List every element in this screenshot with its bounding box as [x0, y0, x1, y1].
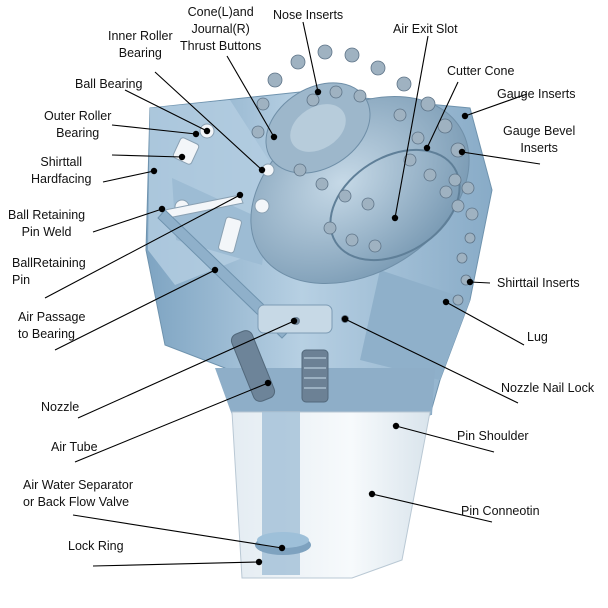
label-line: Inserts [520, 141, 558, 155]
label-line: Bearing [56, 126, 100, 140]
label-line: BallRetaining [12, 256, 86, 270]
label-line: Thrust Buttons [180, 39, 262, 53]
label-gauge-bevel-inserts: Gauge Bevel Inserts [503, 123, 575, 157]
label-line: Pin [12, 273, 31, 287]
label-air-passage-to-bearing: Air Passage to Bearing [18, 309, 85, 343]
label-cutter-cone: Cutter Cone [447, 64, 515, 78]
label-air-tube: Air Tube [51, 440, 98, 454]
label-outer-roller-bearing: Outer Roller Bearing [44, 108, 111, 142]
label-line: Inner Roller [108, 29, 173, 43]
insert-rows [251, 44, 479, 306]
label-line: Ball Retaining [8, 208, 86, 222]
label-line: Journal(R) [191, 22, 250, 36]
label-pin-connection: Pin Conneotin [461, 504, 540, 518]
label-ball-retaining-pin-weld: Ball Retaining Pin Weld [8, 207, 85, 241]
label-line: Air Water Separator [23, 478, 133, 492]
label-line: Shirttall [40, 155, 83, 169]
label-line: Outer Roller [44, 109, 112, 123]
label-ball-bearing: Ball Bearing [75, 77, 143, 91]
label-lug: Lug [527, 330, 548, 344]
label-ball-retaining-pin: BallRetaining Pin [12, 255, 86, 289]
label-line: or Back Flow Valve [23, 495, 130, 509]
label-lock-ring: Lock Ring [68, 539, 124, 553]
leader-dots [150, 88, 474, 566]
label-shirttail-inserts: Shirttail Inserts [497, 276, 580, 290]
label-line: Air Passage [18, 310, 86, 324]
label-nozzle-nail-lock: Nozzle Nail Lock [501, 381, 595, 395]
label-shirttall-hardfacing: Shirttall Hardfacing [31, 154, 91, 188]
label-line: Bearing [118, 46, 162, 60]
label-gauge-inserts: Gauge Inserts [497, 87, 576, 101]
label-cone-journal-thrust-buttons: Cone(L)and Journal(R) Thrust Buttons [180, 4, 261, 55]
label-nose-inserts: Nose Inserts [273, 8, 344, 22]
label-nozzle: Nozzle [41, 400, 80, 414]
pin-connection-shape [231, 411, 431, 579]
label-air-water-separator: Air Water Separator or Back Flow Valve [23, 477, 133, 511]
label-line: Cone(L)and [187, 5, 254, 19]
air-tube-shapes [157, 209, 349, 403]
label-line: Gauge Bevel [503, 124, 576, 138]
label-line: to Bearing [18, 327, 75, 341]
label-air-exit-slot: Air Exit Slot [393, 22, 458, 36]
label-inner-roller-bearing: Inner Roller Bearing [108, 28, 173, 62]
label-line: Pin Weld [21, 225, 72, 239]
leader-lines [44, 21, 541, 567]
label-line: Hardfacing [31, 172, 92, 186]
label-pin-shoulder: Pin Shoulder [457, 429, 529, 443]
